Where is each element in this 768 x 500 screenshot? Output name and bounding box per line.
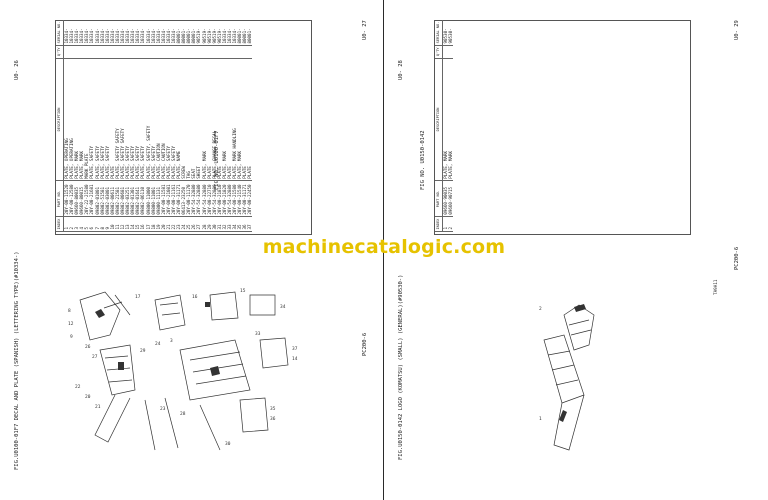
svg-text:12: 12	[68, 321, 74, 327]
page-number-top-right: U0- 29	[734, 20, 740, 40]
table-header-row: INDEX PART NO. DESCRIPTION Q'TY SERIAL N…	[56, 20, 64, 232]
cell-index: 2	[448, 216, 454, 232]
svg-text:27: 27	[92, 354, 98, 360]
svg-text:22: 22	[75, 384, 81, 390]
cell-serial-no: 80001-	[247, 20, 253, 46]
figure-title-right: FIG.U0150-0142 LOGO (KOMATSU) (SMALL) (G…	[398, 274, 404, 460]
cell-part-no: 20Y-00-22710	[206, 180, 212, 217]
cell-part-no: 20Y-00-21681	[89, 180, 95, 217]
svg-text:30: 30	[225, 441, 231, 447]
cell-part-no: 20Y-00-22450	[247, 180, 253, 217]
model-code-left: PC200-6	[362, 332, 368, 356]
table-header-row: INDEX PART NO. DESCRIPTION Q'TY SERIAL N…	[435, 20, 443, 232]
cell-part-no: 09802-51581	[99, 180, 105, 217]
cell-description: PLATE	[247, 58, 253, 181]
cell-part-no: 09800-11000	[145, 180, 151, 217]
parts-table-right: INDEX PART NO. DESCRIPTION Q'TY SERIAL N…	[435, 20, 454, 232]
svg-text:36: 36	[270, 416, 276, 422]
column-header-qty: Q'TY	[56, 45, 64, 59]
svg-text:24: 24	[155, 341, 161, 347]
svg-text:34: 34	[280, 304, 286, 310]
column-header-serial-no: SERIAL NO.	[56, 20, 64, 46]
svg-text:8: 8	[68, 308, 71, 314]
figure-title-left: FIG.U0100-01F7 DECAL AND PLATE (SPANISH)…	[14, 251, 20, 470]
figure-header-right: FIG NO. U0150-0142	[420, 130, 426, 190]
cell-part-no: 20Y-54-32880	[201, 180, 207, 217]
parts-table-left: INDEX PART NO. DESCRIPTION Q'TY SERIAL N…	[56, 20, 253, 232]
svg-text:15: 15	[240, 288, 246, 294]
cell-part-no: 09802-01001	[94, 180, 100, 217]
svg-text:1: 1	[539, 416, 542, 422]
svg-text:35: 35	[270, 406, 276, 412]
cell-qty	[448, 45, 454, 59]
parts-table-frame-left	[55, 20, 312, 235]
column-header-description: DESCRIPTION	[435, 58, 443, 181]
svg-text:2: 2	[539, 306, 542, 312]
cell-part-no: 09800-11001	[150, 180, 156, 217]
cell-description: PLATE, MARK	[448, 58, 454, 181]
svg-text:21: 21	[95, 404, 101, 410]
svg-text:20: 20	[85, 394, 91, 400]
svg-text:3: 3	[170, 338, 173, 344]
column-header-part-no: PART NO.	[56, 180, 64, 217]
svg-text:33: 33	[255, 331, 261, 337]
cell-part-no: 09802-06110	[140, 180, 146, 217]
column-header-qty: Q'TY	[435, 45, 443, 59]
column-header-part-no: PART NO.	[435, 180, 443, 217]
column-header-serial-no: SERIAL NO.	[435, 20, 443, 46]
svg-text:16: 16	[192, 294, 198, 300]
svg-text:28: 28	[180, 411, 186, 417]
column-header-index: INDEX	[56, 216, 64, 232]
page-number-bottom-right: U0- 28	[398, 60, 404, 80]
column-header-index: INDEX	[435, 216, 443, 232]
cell-part-no: 09660-90715	[448, 180, 454, 217]
svg-text:17: 17	[135, 294, 141, 300]
svg-text:26: 26	[85, 344, 91, 350]
page-number-bottom-left: U0- 26	[14, 60, 20, 80]
drawing-reference: TA9A11	[714, 279, 719, 295]
svg-text:14: 14	[292, 356, 298, 362]
right-catalog-page: 2 1 FIG.U0150-0142 LOGO (KOMATSU) (SMALL…	[384, 0, 768, 500]
watermark-text: machinecatalogic.com	[262, 236, 506, 258]
column-header-description: DESCRIPTION	[56, 58, 64, 181]
cell-part-no: 20Y-54-32880	[196, 180, 202, 217]
svg-text:9: 9	[70, 334, 73, 340]
cell-index: 37	[247, 216, 253, 232]
cell-serial-no: 90530-	[448, 20, 454, 46]
page-number-top-left: U0- 27	[362, 20, 368, 40]
svg-text:29: 29	[140, 348, 146, 354]
cell-qty	[247, 45, 253, 59]
logo-placement-drawing: 2 1	[539, 304, 595, 451]
parts-table-frame-right	[434, 20, 691, 235]
svg-text:37: 37	[292, 346, 298, 352]
svg-text:23: 23	[160, 406, 166, 412]
